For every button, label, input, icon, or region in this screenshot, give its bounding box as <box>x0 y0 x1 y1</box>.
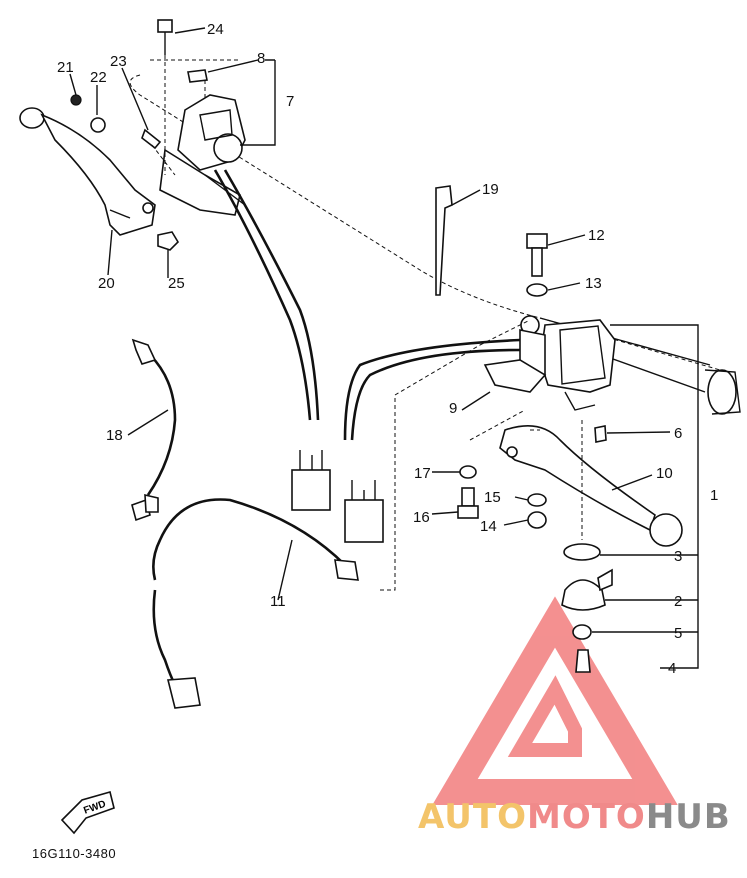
callout-11: 11 <box>270 593 286 610</box>
left-switch-assembly <box>159 94 246 216</box>
leader-lines <box>69 27 699 669</box>
callout-3: 3 <box>674 548 682 565</box>
callout-6: 6 <box>674 425 682 442</box>
wire-harnesses <box>213 169 521 543</box>
callout-23: 23 <box>110 53 127 70</box>
callout-12: 12 <box>588 227 605 244</box>
callout-16: 16 <box>413 509 430 526</box>
callout-22: 22 <box>90 69 107 86</box>
brake-master-cylinder <box>483 315 616 411</box>
callout-8: 8 <box>257 50 265 67</box>
callout-2: 2 <box>674 593 682 610</box>
callout-5: 5 <box>674 625 682 642</box>
callout-19: 19 <box>482 181 499 198</box>
callout-18: 18 <box>106 427 123 444</box>
part-code: 16G110-3480 <box>32 846 117 861</box>
front-brake-switch-wire <box>131 338 177 522</box>
callout-20: 20 <box>98 275 115 292</box>
callout-14: 14 <box>480 518 497 535</box>
brake-switch-stack <box>561 420 613 673</box>
callout-24: 24 <box>207 21 224 38</box>
callout-10: 10 <box>656 465 673 482</box>
callout-13: 13 <box>585 275 602 292</box>
clutch-lever <box>19 107 156 236</box>
callout-labels: 24 8 21 23 22 7 19 12 13 20 25 9 6 18 17… <box>57 21 718 677</box>
callout-15: 15 <box>484 489 501 506</box>
forward-arrow-icon: FWD <box>60 791 115 835</box>
watermark-part-moto: MOTO <box>526 797 646 837</box>
cable-tie <box>435 185 453 296</box>
watermark-part-auto: AUTO <box>418 797 527 837</box>
callout-9: 9 <box>449 400 457 417</box>
watermark-brand: AUTOMOTOHUB <box>418 797 731 837</box>
callout-1: 1 <box>710 487 718 504</box>
watermark-logo <box>432 596 678 805</box>
callout-4: 4 <box>668 660 676 677</box>
callout-17: 17 <box>414 465 431 482</box>
small-fasteners-right <box>457 233 607 529</box>
callout-7: 7 <box>286 93 294 110</box>
callout-25: 25 <box>168 275 185 292</box>
callout-21: 21 <box>57 59 74 76</box>
clutch-switch-cable <box>152 498 359 709</box>
watermark-part-hub: HUB <box>645 797 731 837</box>
brake-lever <box>499 424 683 547</box>
